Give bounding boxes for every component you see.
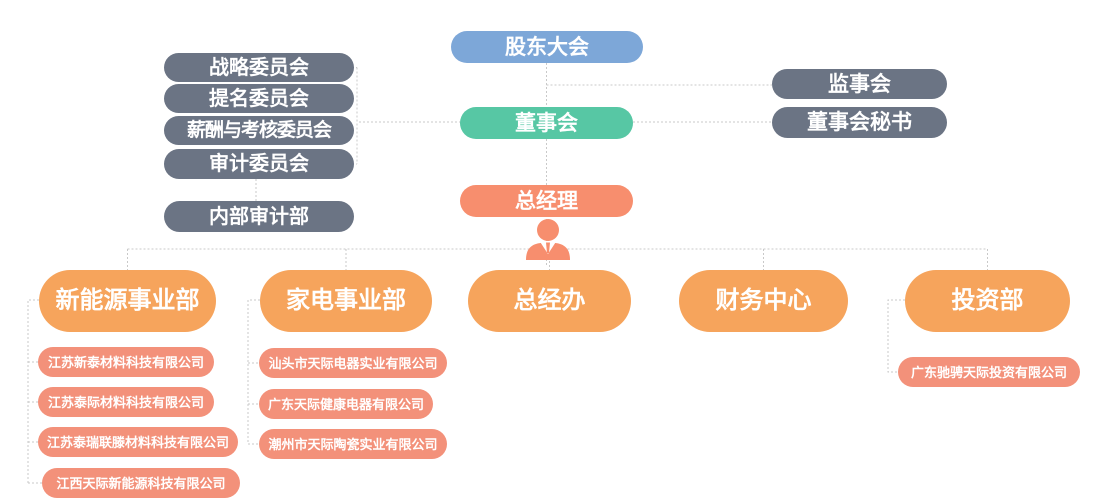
- node-board-secretary: 董事会秘书: [772, 107, 947, 138]
- node-internal-audit-dept: 内部审计部: [164, 201, 354, 232]
- dept-home-appliance-division: 家电事业部: [260, 270, 432, 332]
- subsidiary-item: 江苏新泰材料科技有限公司: [38, 347, 214, 377]
- node-shareholders-meeting: 股东大会: [451, 31, 643, 63]
- subsidiary-item: 潮州市天际陶瓷实业有限公司: [259, 429, 447, 459]
- node-supervisory-board: 监事会: [772, 69, 947, 99]
- subsidiary-item: 广东驰骋天际投资有限公司: [898, 357, 1080, 387]
- subsidiary-item: 江西天际新能源科技有限公司: [42, 468, 240, 498]
- committee-strategy: 战略委员会: [164, 53, 354, 82]
- subsidiary-item: 江苏泰际材料科技有限公司: [38, 387, 214, 417]
- committee-audit: 审计委员会: [164, 149, 354, 179]
- person-icon: [526, 219, 570, 260]
- subsidiary-item: 广东天际健康电器有限公司: [259, 389, 433, 419]
- dept-general-manager-office: 总经办: [468, 270, 631, 332]
- dept-finance-center: 财务中心: [679, 270, 848, 332]
- subsidiary-item: 汕头市天际电器实业有限公司: [259, 348, 447, 378]
- committee-nomination: 提名委员会: [164, 84, 354, 113]
- committee-remuneration-assessment: 薪酬与考核委员会: [164, 116, 354, 145]
- dept-new-energy-division: 新能源事业部: [39, 270, 216, 332]
- node-general-manager: 总经理: [460, 185, 633, 217]
- subsidiary-item: 江苏泰瑞联滕材料科技有限公司: [38, 427, 238, 457]
- node-board-of-directors: 董事会: [460, 107, 633, 139]
- dept-investment: 投资部: [905, 270, 1070, 332]
